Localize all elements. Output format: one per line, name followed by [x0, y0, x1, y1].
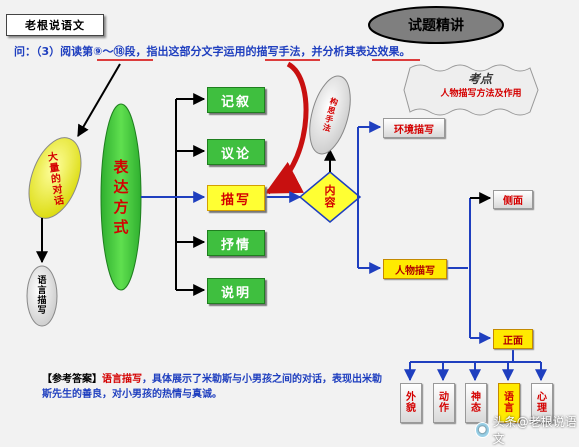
question-middle: ，并分析其 [300, 45, 356, 58]
method-waimao-char-1: 外 [406, 392, 416, 403]
method-yuyan-char-1: 语 [504, 392, 514, 403]
content-char-1: 内 [324, 183, 336, 197]
expression-yilun: 议论 [207, 139, 265, 165]
character-ellipse [309, 75, 351, 155]
language-ellipse-text: 语 言 描 写 [30, 270, 54, 324]
question-emph-method: 描写手法 [256, 45, 301, 58]
reference-answer: 【参考答案】语言描写，具体展示了米勒斯与小男孩之间的对话，表现出米勒斯先生的善良… [42, 372, 382, 402]
expression-miaoxie: 描写 [207, 185, 265, 211]
branch-environment: 环境描写 [383, 118, 445, 138]
kaodian-title: 考点 [467, 72, 492, 86]
language-ellipse [26, 265, 58, 327]
content-char-2: 容 [324, 196, 336, 209]
expression-char-2: 达 [113, 177, 129, 196]
method-dongzuo-char-1: 动 [439, 392, 449, 403]
method-yuyan-char-2: 言 [504, 403, 514, 414]
question-suffix: 。 [399, 45, 411, 58]
perspective-side: 侧面 [493, 190, 533, 209]
method-yuyan: 语 言 [498, 383, 520, 423]
method-dongzuo-char-2: 作 [439, 403, 449, 414]
header-label: 老根说语文 [6, 14, 104, 36]
method-waimao-char-2: 貌 [406, 403, 416, 414]
title-oval-label: 试题精讲 [408, 18, 464, 34]
question-prefix: 问：（3）阅读第⑨～⑱段，指出这部分文字运用的 [14, 45, 257, 58]
perspective-front: 正面 [493, 329, 533, 349]
expression-shuoming: 说明 [207, 278, 265, 304]
watermark-text: 头条@老根说语文 [492, 415, 577, 446]
method-shentai-char-2: 态 [471, 403, 481, 414]
language-char-3: 描 [37, 296, 47, 306]
language-char-2: 言 [37, 286, 47, 297]
method-xinli-char-2: 理 [537, 403, 547, 414]
method-dongzuo: 动 作 [433, 383, 455, 423]
dialog-ellipse [28, 137, 82, 219]
arrow-to-dialog [77, 63, 121, 138]
content-diamond-text: 内 容 [318, 178, 342, 216]
method-xinli-char-1: 心 [537, 392, 547, 403]
expression-jixu: 记叙 [207, 87, 265, 113]
method-shentai-char-1: 神 [471, 392, 481, 403]
question-text: 问：（3）阅读第⑨～⑱段，指出这部分文字运用的描写手法，并分析其表达效果。 [14, 43, 434, 59]
dialog-char-5: 话 [53, 194, 65, 207]
content-diamond [298, 171, 362, 223]
kaodian-banner [403, 64, 539, 116]
expression-ellipse-text: 表 达 方 式 [106, 150, 136, 244]
method-waimao: 外 貌 [400, 383, 422, 423]
branch-character: 人物描写 [383, 259, 447, 279]
watermark: ● 头条@老根说语文 [475, 413, 579, 447]
language-char-4: 写 [37, 305, 47, 316]
expression-char-1: 表 [113, 157, 129, 176]
answer-tag: 【参考答案】 [42, 374, 102, 385]
expression-char-3: 方 [113, 198, 129, 216]
red-curve-arrow [264, 61, 309, 195]
expression-char-4: 式 [113, 218, 129, 237]
method-shentai: 神 态 [465, 383, 487, 423]
language-char-1: 语 [37, 276, 47, 287]
question-emph-effect: 表达效果 [355, 45, 400, 58]
answer-body: ，具体展示了米勒斯与小男孩之间的对话，表现出米勒斯先生的善良，对小男孩的热情与真… [42, 374, 382, 400]
watermark-logo-icon: ● [475, 422, 490, 438]
character-char-4: 法 [321, 122, 332, 134]
kaodian-subtitle: 人物描写方法及作用 [440, 89, 522, 99]
answer-highlight: 语言描写 [102, 374, 142, 385]
title-oval-shape [368, 6, 504, 44]
expression-shuqing: 抒情 [207, 230, 265, 256]
method-xinli: 心 理 [531, 383, 553, 423]
